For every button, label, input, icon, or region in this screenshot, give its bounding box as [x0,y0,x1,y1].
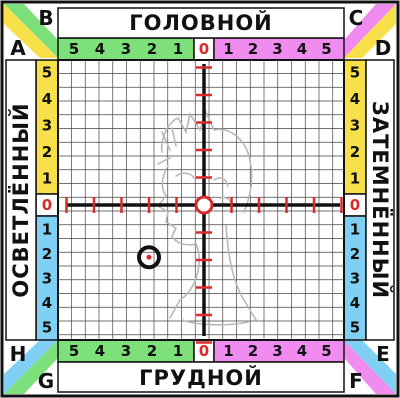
top-scale-number: 4 [95,40,105,58]
top-scale-number: 2 [147,40,157,58]
origin-circle [196,197,212,213]
left-scale-number: 0 [42,196,52,214]
bottom-scale-number: 2 [248,342,258,360]
right-scale-number: 4 [350,294,360,312]
bottom-scale-number: 4 [297,342,307,360]
corner-b: B [38,6,53,30]
corner-e: E [376,342,390,366]
top-scale-number: 5 [321,40,331,58]
top-scale-number: 4 [297,40,307,58]
corner-g: G [38,369,54,393]
corner-f: F [349,369,363,393]
right-label: ЗАТЕМНЁННЫЙ [368,101,393,299]
right-scale-number: 3 [350,117,360,135]
bottom-scale-number: 1 [223,342,233,360]
right-scale-number: 3 [350,270,360,288]
right-scale-number: 1 [350,221,360,239]
left-scale-number: 3 [42,117,52,135]
left-scale-number: 5 [42,64,52,82]
left-label: ОСВЕТЛЁННЫЙ [8,102,33,297]
bottom-scale-number: 2 [147,342,157,360]
top-scale-number: 5 [69,40,79,58]
left-scale-number: 2 [42,143,52,161]
left-scale-number: 4 [42,90,52,108]
corner-c: C [349,6,364,30]
right-scale-number: 4 [350,90,360,108]
right-scale-number: 5 [350,64,360,82]
corner-h: H [10,342,27,366]
top-scale-number: 3 [272,40,282,58]
top-scale-number: 1 [223,40,233,58]
bottom-scale-number: 4 [95,342,105,360]
right-scale-number: 1 [350,170,360,188]
right-scale-number: 0 [350,196,360,214]
right-scale-number: 2 [350,245,360,263]
bottom-label: ГРУДНОЙ [139,365,263,390]
left-scale-number: 4 [42,294,52,312]
light-marker-dot [147,255,152,260]
top-scale-number: 3 [121,40,131,58]
top-scale-number: 1 [173,40,183,58]
bottom-scale-number: 5 [321,342,331,360]
bottom-scale-number: 3 [121,342,131,360]
left-scale-number: 1 [42,170,52,188]
top-scale-number: 0 [199,40,209,58]
bottom-scale-number: 3 [272,342,282,360]
left-scale-number: 2 [42,245,52,263]
left-scale-number: 1 [42,221,52,239]
right-scale-number: 2 [350,143,360,161]
top-scale-number: 2 [248,40,258,58]
bottom-scale-number: 1 [173,342,183,360]
bottom-scale-number: 5 [69,342,79,360]
top-label: ГОЛОВНОЙ [129,10,273,35]
right-scale-number: 5 [350,319,360,337]
left-scale-number: 3 [42,270,52,288]
left-scale-number: 5 [42,319,52,337]
corner-a: A [10,36,26,60]
bottom-scale-number: 0 [199,342,209,360]
corner-d: D [375,36,392,60]
